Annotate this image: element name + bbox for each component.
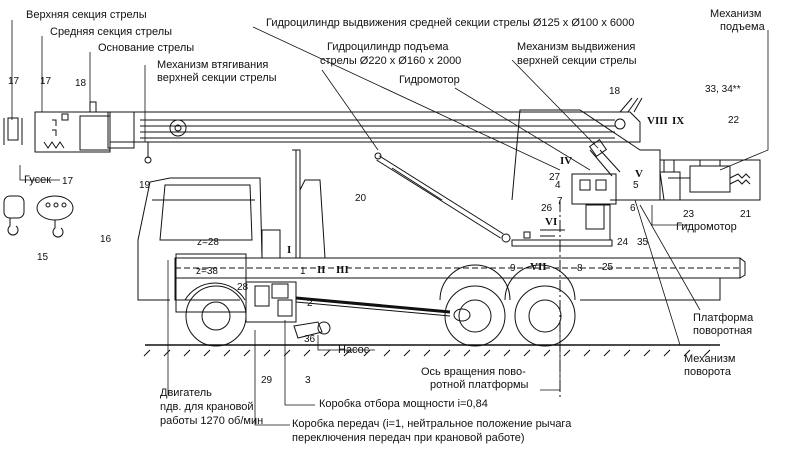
truck-cab xyxy=(137,177,263,301)
label-engine-2: nдв. для крановой xyxy=(160,401,254,413)
label-gearbox-1: Коробка передач (i=1, нейтральное положе… xyxy=(292,418,572,430)
label-hydromotor-right: Гидромотор xyxy=(676,221,737,233)
jib-parts xyxy=(3,117,74,238)
label-boom-base: Основание стрелы xyxy=(98,42,195,54)
label-pump: Насос xyxy=(338,344,370,356)
label-hoist-mech-2: подъема xyxy=(720,21,765,33)
roman-II: II xyxy=(317,264,326,276)
num-6: 6 xyxy=(630,203,636,214)
roman-VII: VII xyxy=(530,261,547,273)
num-9: 9 xyxy=(510,263,516,274)
num-33: 33, 34** xyxy=(705,84,741,95)
roman-IX: IX xyxy=(672,115,685,127)
num-17a: 17 xyxy=(8,76,20,87)
label-slew-mech-2: поворота xyxy=(684,366,731,378)
rear-wheels xyxy=(439,264,721,347)
label-rot-axis-2: ротной платформы xyxy=(430,379,529,391)
label-hoist-mech-1: Механизм xyxy=(710,8,762,20)
num-1: 1 xyxy=(300,266,306,277)
lift-cylinder xyxy=(374,152,511,243)
roman-III: III xyxy=(336,264,349,276)
label-ext-cylinder: Гидроцилиндр выдвижения средней секции с… xyxy=(266,17,635,29)
label-upper-boom: Верхняя секция стрелы xyxy=(26,9,147,21)
roman-IV: IV xyxy=(560,155,573,167)
label-engine-3: работы 1270 об/мин xyxy=(160,415,264,427)
num-25: 25 xyxy=(602,262,614,273)
num-5: 5 xyxy=(633,180,639,191)
label-retract-mech-1: Механизм втягивания xyxy=(157,59,269,71)
num-3: 3 xyxy=(305,375,311,386)
label-ext-mech-2: верхней секции стрелы xyxy=(517,55,637,67)
num-35: 35 xyxy=(637,237,649,248)
num-15: 15 xyxy=(37,252,49,263)
num-7: 7 xyxy=(557,196,563,207)
label-slew-mech-1: Механизм xyxy=(684,353,736,365)
num-17c: 17 xyxy=(62,176,74,187)
roman-V: V xyxy=(635,168,643,180)
roman-I: I xyxy=(287,244,292,256)
ground xyxy=(143,344,720,357)
num-24: 24 xyxy=(617,237,629,248)
label-platform-1: Платформа xyxy=(693,312,754,324)
label-jib: Гусек xyxy=(24,174,52,186)
label-pto: Коробка отбора мощности i=0,84 xyxy=(319,398,488,410)
num-2: 2 xyxy=(307,298,313,309)
num-20: 20 xyxy=(355,193,367,204)
num-21: 21 xyxy=(740,209,752,220)
num-18b: 18 xyxy=(609,86,621,97)
engine-gearbox xyxy=(175,253,471,339)
label-platform-2: поворотная xyxy=(693,325,753,337)
label-lift-cylinder-2: стрелы Ø220 х Ø160 х 2000 xyxy=(320,55,462,67)
num-36: 36 xyxy=(304,334,316,345)
label-ext-mech-1: Механизм выдвижения xyxy=(517,41,636,53)
roman-VIII: VIII xyxy=(647,115,668,127)
num-4: 4 xyxy=(555,180,561,191)
num-19: 19 xyxy=(139,180,151,191)
num-z28: z=28 xyxy=(197,237,219,248)
label-engine-1: Двигатель xyxy=(160,387,212,399)
label-hydromotor-top: Гидромотор xyxy=(399,74,460,86)
num-27: 27 xyxy=(549,172,561,183)
roman-VI: VI xyxy=(545,216,558,228)
num-18a: 18 xyxy=(75,78,87,89)
label-lift-cylinder-1: Гидроцилиндр подъема xyxy=(327,41,449,53)
num-23: 23 xyxy=(683,209,695,220)
num-28: 28 xyxy=(237,282,249,293)
num-29: 29 xyxy=(261,375,273,386)
num-22: 22 xyxy=(728,115,740,126)
label-middle-boom: Средняя секция стрелы xyxy=(50,26,173,38)
outrigger xyxy=(261,149,326,259)
num-8: 8 xyxy=(577,263,583,274)
num-17b: 17 xyxy=(40,76,52,87)
front-wheel xyxy=(185,285,247,347)
leader-lines xyxy=(11,20,769,426)
boom xyxy=(34,97,643,164)
num-26: 26 xyxy=(541,203,553,214)
label-gearbox-2: переключения передач при крановой работе… xyxy=(292,432,525,444)
label-retract-mech-2: верхней секции стрелы xyxy=(157,72,277,84)
label-rot-axis-1: Ось вращения пово- xyxy=(421,366,526,378)
num-z38: z=38 xyxy=(196,266,218,277)
num-16: 16 xyxy=(100,234,112,245)
hoist-winch xyxy=(659,159,751,201)
